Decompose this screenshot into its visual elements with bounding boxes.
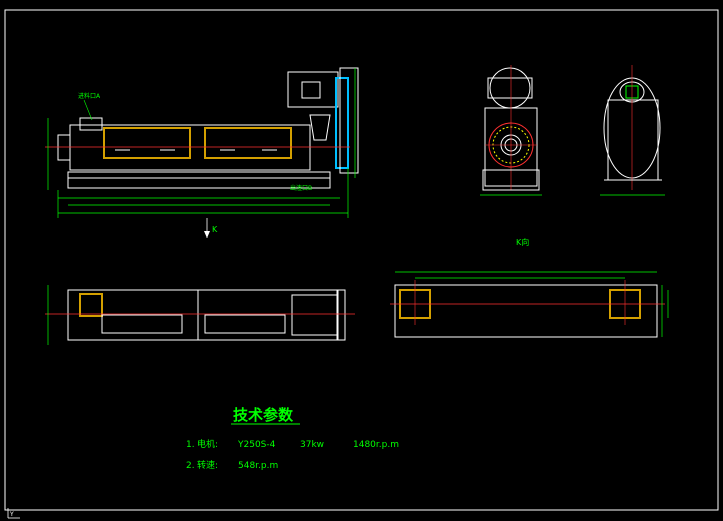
discharge-port-label: 出渣口B: [290, 184, 312, 192]
view-k-direction-label: K向: [516, 237, 529, 247]
left-flange: [57, 134, 71, 161]
param-motor-speed: 1480r.p.m: [353, 440, 399, 450]
feed-port-label: 进料口A: [78, 92, 101, 100]
plan-view: [45, 285, 355, 345]
param-line1-num: 1.: [186, 440, 195, 450]
front-view: 进料口A 出渣口B: [45, 67, 359, 218]
param-motor-model: Y250S-4: [237, 440, 276, 450]
svg-text:Y: Y: [9, 511, 14, 518]
param-line1-label: 电机:: [197, 438, 218, 450]
drive-cover: [335, 77, 349, 169]
motor-body: [287, 71, 339, 108]
ucs-axis-icon: Y: [7, 508, 20, 519]
side-view-right: [600, 65, 665, 196]
discharge-cone: [309, 114, 331, 141]
inspection-window-left: [103, 127, 191, 159]
base-outline: [394, 284, 658, 338]
drawing-border: [4, 9, 719, 511]
base-frame: [67, 171, 331, 189]
param-motor-power: 37kw: [300, 440, 324, 450]
tech-params-block: 技术参数 1. 电机: Y250S-4 37kw 1480r.p.m 2. 转速…: [186, 406, 399, 471]
feed-inlet: [79, 117, 103, 131]
view-k-label: K: [212, 225, 218, 234]
motor-end: [489, 67, 531, 109]
side-view-left: [480, 65, 542, 196]
param-line2-label: 转速:: [197, 459, 218, 471]
inspection-window-right: [204, 127, 292, 159]
k-direction-view: [390, 271, 669, 338]
tech-params-title: 技术参数: [233, 406, 294, 424]
param-line2-num: 2.: [186, 461, 195, 471]
view-k-marker: K: [204, 218, 218, 238]
param-rotation-speed: 548r.p.m: [238, 461, 278, 471]
plan-body: [67, 289, 339, 341]
plan-motor: [291, 294, 338, 336]
